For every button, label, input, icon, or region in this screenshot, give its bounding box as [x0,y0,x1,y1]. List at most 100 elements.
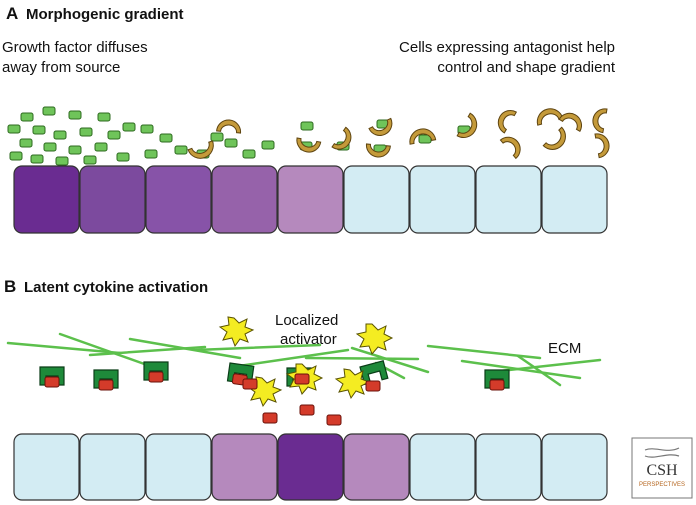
growth-factor-particle [30,154,44,164]
cytokine [365,380,381,392]
ecm-fiber [58,332,152,368]
panel-a-cell-8 [475,165,542,234]
activator-star [218,316,255,348]
activator-stars [218,316,394,408]
ecm-label: ECM [548,340,581,357]
growth-factor-particle [242,149,256,159]
activator-label-line1: Localized [275,312,338,329]
antagonist-crescent [497,110,518,134]
growth-factor-particle [144,149,158,159]
panel-a-right-caption-line1: Cells expressing antagonist help [399,39,615,56]
growth-factor-particle [43,142,57,152]
csh-perspectives-logo: CSH PERSPECTIVES [631,437,693,499]
logo-subtext: PERSPECTIVES [639,482,685,488]
growth-factor-particle [32,125,46,135]
dna-icon [644,447,680,458]
cytokine [294,373,310,385]
growth-factor-particle [55,156,69,166]
latent-complex [143,361,169,383]
antagonist-crescent [558,112,582,133]
panel-b-cell-9 [541,433,608,501]
growth-factor-particle [9,151,23,161]
panel-a-cell-5 [277,165,344,234]
growth-factor-particle [68,110,82,120]
growth-factor-particle [53,130,67,140]
growth-factor-particle [261,140,275,150]
growth-factor-particle [122,122,136,132]
latent-complex [484,369,510,391]
panel-b-letter: B [4,277,16,296]
ecm-fiber [194,343,322,352]
growth-factor-particle [224,138,238,148]
antagonist-crescent [456,112,478,138]
panel-b-cell-5 [277,433,344,501]
panel-a-cell-2 [79,165,146,234]
growth-factor-particle [174,145,188,155]
growth-factor-particle [79,127,93,137]
antagonist-crescent [296,137,322,153]
panel-a-cell-row [13,165,608,234]
ecm-fiber [6,341,122,355]
antagonist-crescent [542,126,566,150]
growth-factor-particles [7,106,471,166]
ecm-fiber [426,344,542,360]
panel-a-cell-1 [13,165,80,234]
growth-factor-particle [20,112,34,122]
panel-a-left-caption-line2: away from source [2,59,120,76]
antagonist-crescent [409,128,437,145]
growth-factor-particle [300,121,314,131]
antagonist-crescent [499,136,521,160]
antagonist-crescent [594,133,610,159]
ecm-fibers [6,332,602,387]
growth-factor-particle [42,106,56,116]
ecm-fiber [304,356,420,361]
panel-a-cell-7 [409,165,476,234]
activator-star [355,323,394,355]
panel-a-title: Morphogenic gradient [26,6,184,23]
growth-factor-particle [116,152,130,162]
cytokine [326,414,342,426]
activator-label-line2: activator [280,331,337,348]
released-cytokines [242,373,381,426]
growth-factor-particle [107,130,121,140]
antagonist-crescent [331,126,352,150]
ecm-fiber [516,354,562,387]
cytokine [299,404,315,416]
panel-a-cell-4 [211,165,278,234]
panel-b-cell-8 [475,433,542,501]
panel-a-cell-6 [343,165,410,234]
panel-b-cell-4 [211,433,278,501]
antagonist-crescent [216,119,242,134]
antagonist-crescent [592,108,608,134]
latent-complex [93,369,119,391]
ecm-fiber [128,337,242,360]
latent-complexes [39,360,510,391]
antagonist-crescent [368,117,393,136]
panel-b-cell-2 [79,433,146,501]
panel-a-letter: A [6,4,18,23]
panel-b-cell-6 [343,433,410,501]
panel-b-title: Latent cytokine activation [24,279,208,296]
growth-factor-particle [94,142,108,152]
panel-a-cell-9 [541,165,608,234]
panel-b-cell-3 [145,433,212,501]
antagonist-crescent [365,143,391,158]
growth-factor-particle [97,112,111,122]
ecm-fiber [350,346,430,374]
panel-b-cell-7 [409,433,476,501]
ecm-fiber [498,358,602,373]
antagonist-crescent [536,108,564,126]
panel-a-left-caption-line1: Growth factor diffuses [2,39,148,56]
antagonist-molecules [187,108,610,160]
panel-b-cell-1 [13,433,80,501]
growth-factor-particle [7,124,21,134]
cytokine [242,378,258,390]
activator-star [334,368,371,400]
ecm-fiber [230,348,350,369]
logo-text: CSH [646,462,678,479]
growth-factor-particle [140,124,154,134]
logo-frame [631,437,693,499]
growth-factor-particle [19,138,33,148]
cytokine [262,412,278,424]
